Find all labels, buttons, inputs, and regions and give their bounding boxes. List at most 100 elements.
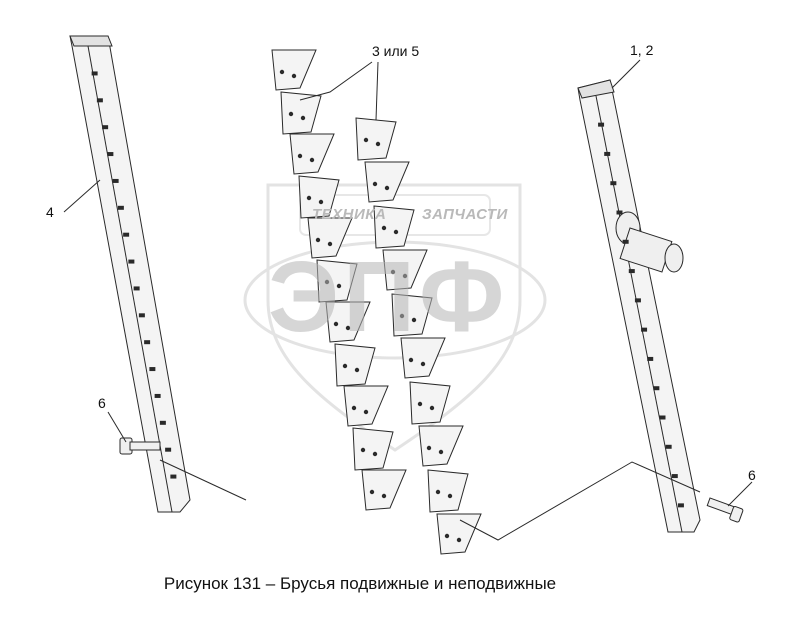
blade-segment [361, 469, 407, 511]
blade-rivet [291, 73, 297, 79]
blade-segment [289, 133, 335, 175]
bar-hole [622, 239, 629, 244]
bar-hole [112, 178, 119, 183]
callout-blades: 3 или 5 [372, 43, 420, 59]
blade-segment [409, 381, 451, 425]
blade-rivet [336, 283, 342, 289]
right-bar-holes [598, 122, 684, 508]
bar-hole [154, 393, 161, 398]
blade-rivet [372, 451, 378, 457]
bar-hole [102, 125, 109, 130]
bar-hole [598, 122, 605, 127]
watermark-word-right: ЗАПЧАСТИ [422, 206, 508, 223]
blade-rivet [342, 363, 348, 369]
bar-hole [117, 205, 124, 210]
left-fixed-bar [69, 35, 191, 513]
blade-rivet [372, 181, 378, 187]
blade-segment [307, 217, 353, 259]
blade-column-left [271, 49, 407, 511]
blade-rivet [369, 489, 375, 495]
blade-rivet [306, 195, 312, 201]
blade-segment [427, 469, 469, 513]
blade-rivet [363, 409, 369, 415]
blade-rivet [288, 111, 294, 117]
blade-rivet [381, 493, 387, 499]
blade-rivet [399, 313, 405, 319]
blade-rivet [354, 367, 360, 373]
blade-rivet [420, 361, 426, 367]
left-bar-holes [91, 71, 177, 479]
blade-rivet [444, 533, 450, 539]
blade-segment [316, 259, 358, 303]
right-bar-journal [615, 211, 684, 273]
blade-segment [400, 337, 446, 379]
blade-segment [280, 91, 322, 135]
blade-segment [325, 301, 371, 343]
blade-rivet [435, 489, 441, 495]
bar-hole [671, 474, 678, 479]
blade-segment [373, 205, 415, 249]
blade-segment [418, 425, 464, 467]
blade-segment [382, 249, 428, 291]
blade-segment [334, 343, 376, 387]
blade-segment [352, 427, 394, 471]
bar-hole [159, 420, 166, 425]
blade-rivet [309, 157, 315, 163]
blade-rivet [279, 69, 285, 75]
blade-rivet [417, 401, 423, 407]
bar-hole [604, 151, 611, 156]
blade-rivet [393, 229, 399, 235]
bar-hole [165, 447, 172, 452]
blade-rivet [363, 137, 369, 143]
bar-hole [144, 340, 151, 345]
callout-bolt-right: 6 [748, 467, 756, 483]
bar-hole [677, 503, 684, 508]
bar-hole [653, 386, 660, 391]
callout-right-bar: 1, 2 [630, 42, 654, 58]
blade-rivet [456, 537, 462, 543]
watermark-word-left: ТЕХНИКА [312, 206, 387, 223]
blade-rivet [318, 199, 324, 205]
blade-rivet [300, 115, 306, 121]
bolt-right [706, 497, 744, 523]
blade-rivet [438, 449, 444, 455]
bar-hole [123, 232, 130, 237]
bar-hole [647, 356, 654, 361]
bar-hole [616, 210, 623, 215]
blade-rivet [447, 493, 453, 499]
bar-hole [96, 98, 103, 103]
bar-hole [149, 367, 156, 372]
blade-rivet [333, 321, 339, 327]
blade-segment [364, 161, 410, 203]
blade-rivet [315, 237, 321, 243]
right-movable-bar [577, 79, 701, 533]
blade-rivet [390, 269, 396, 275]
bar-hole [138, 313, 145, 318]
bar-hole [659, 415, 666, 420]
blade-segment [391, 293, 433, 337]
blade-segment [436, 513, 482, 555]
blade-rivet [351, 405, 357, 411]
bar-hole [170, 474, 177, 479]
figure-caption: Рисунок 131 – Брусья подвижные и неподви… [163, 574, 557, 593]
watermark-monogram: ЭПФ [268, 241, 509, 353]
bolt-left [119, 437, 161, 455]
blade-rivet [324, 279, 330, 285]
bar-hole [610, 181, 617, 186]
blade-rivet [408, 357, 414, 363]
blade-rivet [426, 445, 432, 451]
bar-hole [133, 286, 140, 291]
blade-rivet [360, 447, 366, 453]
blade-segment [271, 49, 317, 91]
blade-rivet [402, 273, 408, 279]
blade-rivet [429, 405, 435, 411]
bar-hole [634, 298, 641, 303]
blade-rivet [327, 241, 333, 247]
blade-segment [343, 385, 389, 427]
bar-hole [641, 327, 648, 332]
leader-lines [63, 59, 753, 541]
blade-rivet [381, 225, 387, 231]
bar-hole [107, 152, 114, 157]
blade-rivet [384, 185, 390, 191]
